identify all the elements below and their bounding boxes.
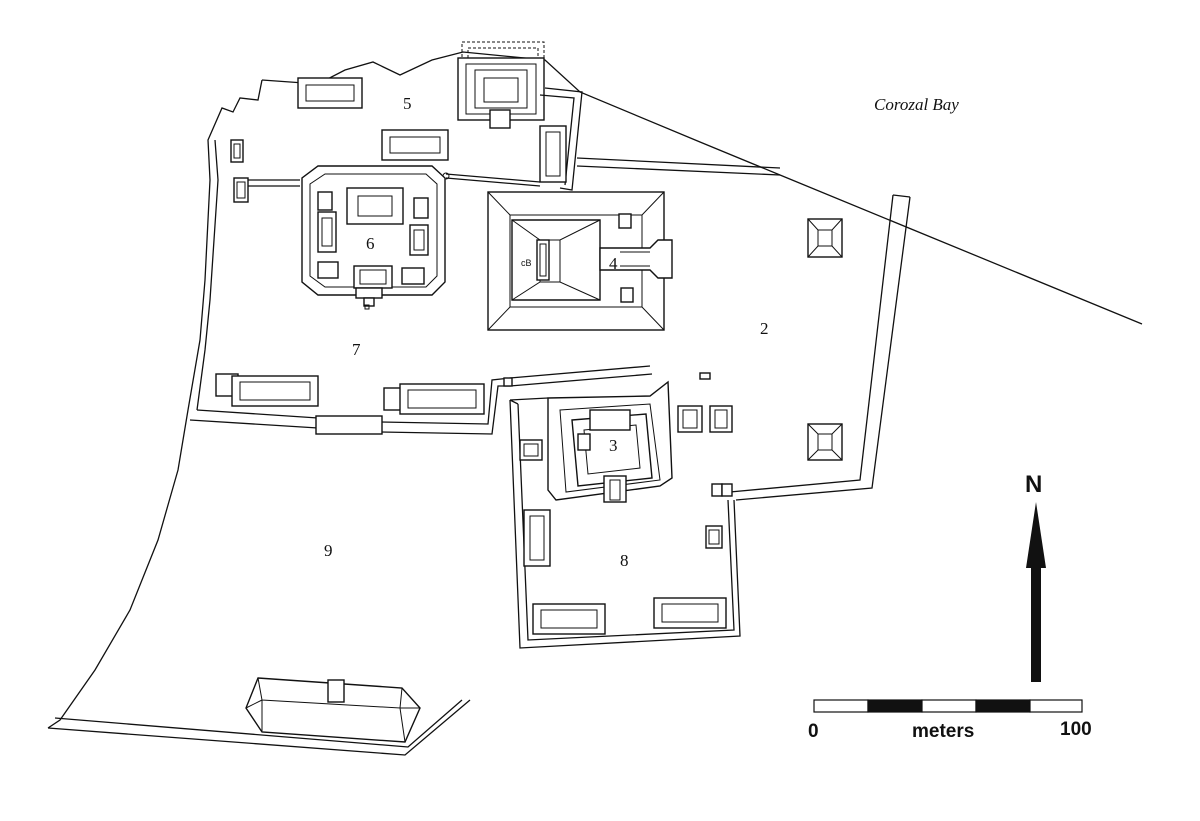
group-label-2: 2 xyxy=(760,319,769,338)
scale-start-label: 0 xyxy=(808,721,819,742)
group-label-4: 4 xyxy=(609,254,618,273)
group-label-8: 8 xyxy=(620,551,629,570)
north-label: N xyxy=(1025,471,1042,498)
scale-segment-2 xyxy=(867,699,923,713)
scale-unit-label: meters xyxy=(912,721,974,742)
group-label-6: 6 xyxy=(366,234,375,253)
north-arrow-head xyxy=(1026,502,1046,568)
scale-end-label: 100 xyxy=(1060,719,1092,740)
svg-text:cB: cB xyxy=(521,258,532,268)
group-label-5: 5 xyxy=(403,94,412,113)
group-label-7: 7 xyxy=(352,340,361,359)
group-9-structures xyxy=(245,677,421,743)
site-boundary xyxy=(47,51,1143,756)
group-7-structures xyxy=(189,365,653,435)
group-4-structures: cB xyxy=(487,191,673,331)
scale-segment-5 xyxy=(1029,699,1083,713)
scale-segment-4 xyxy=(975,699,1031,713)
group-2-structures xyxy=(699,218,843,461)
group-5-structures xyxy=(230,41,781,203)
group-3-8-structures xyxy=(509,380,741,649)
scale-segment-3 xyxy=(921,699,977,713)
group-6-structures xyxy=(301,165,446,310)
north-arrow: N xyxy=(1025,471,1046,682)
group-label-3: 3 xyxy=(609,436,618,455)
group-label-9: 9 xyxy=(324,541,333,560)
scale-bar: 0 meters 100 xyxy=(808,699,1092,742)
north-arrow-shaft xyxy=(1031,566,1041,682)
scale-segment-1 xyxy=(813,699,869,713)
water-label: Corozal Bay xyxy=(874,95,959,114)
